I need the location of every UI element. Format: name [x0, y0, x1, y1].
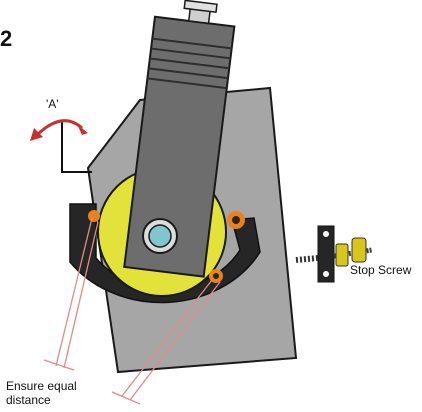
guide-line-left: [55, 217, 93, 367]
arm-rib: [147, 77, 227, 90]
arm-top-bolt-head: [183, 0, 218, 14]
note-line-1: Ensure equal: [6, 379, 77, 393]
guide-tick-left: [43, 359, 75, 371]
step-number: 2: [0, 26, 12, 51]
guide-line-left: [63, 221, 99, 369]
guide-line-bottom: [129, 281, 221, 401]
angle-reference-line: [61, 120, 92, 173]
arm-rib: [152, 37, 232, 50]
arm-assembly: [123, 0, 236, 278]
slot-bolt-bottom: [213, 273, 219, 279]
pivot-knob-center: [148, 224, 172, 248]
stop-screw-label: Stop Screw: [350, 263, 412, 277]
arm-rib: [150, 47, 231, 60]
guide-line-bottom: [121, 279, 213, 397]
rotation-arrow-icon: [34, 119, 84, 138]
slot-marker-left: [88, 210, 100, 222]
angle-a-label: 'A': [46, 97, 59, 111]
arm-rib: [148, 67, 229, 80]
lock-nut-icon: [335, 243, 349, 267]
bracket-hole: [323, 271, 329, 277]
note-line-2: distance: [6, 393, 51, 407]
slot-bolt-right: [232, 216, 240, 224]
screw-spring: [295, 255, 319, 263]
bracket-hole: [323, 231, 329, 237]
arrowhead-left-icon: [30, 128, 43, 141]
guide-tick-bottom: [111, 391, 141, 405]
arrowhead-right-icon: [77, 124, 88, 135]
arm-rib: [149, 57, 230, 70]
adjuster-nut-icon: [351, 237, 367, 263]
